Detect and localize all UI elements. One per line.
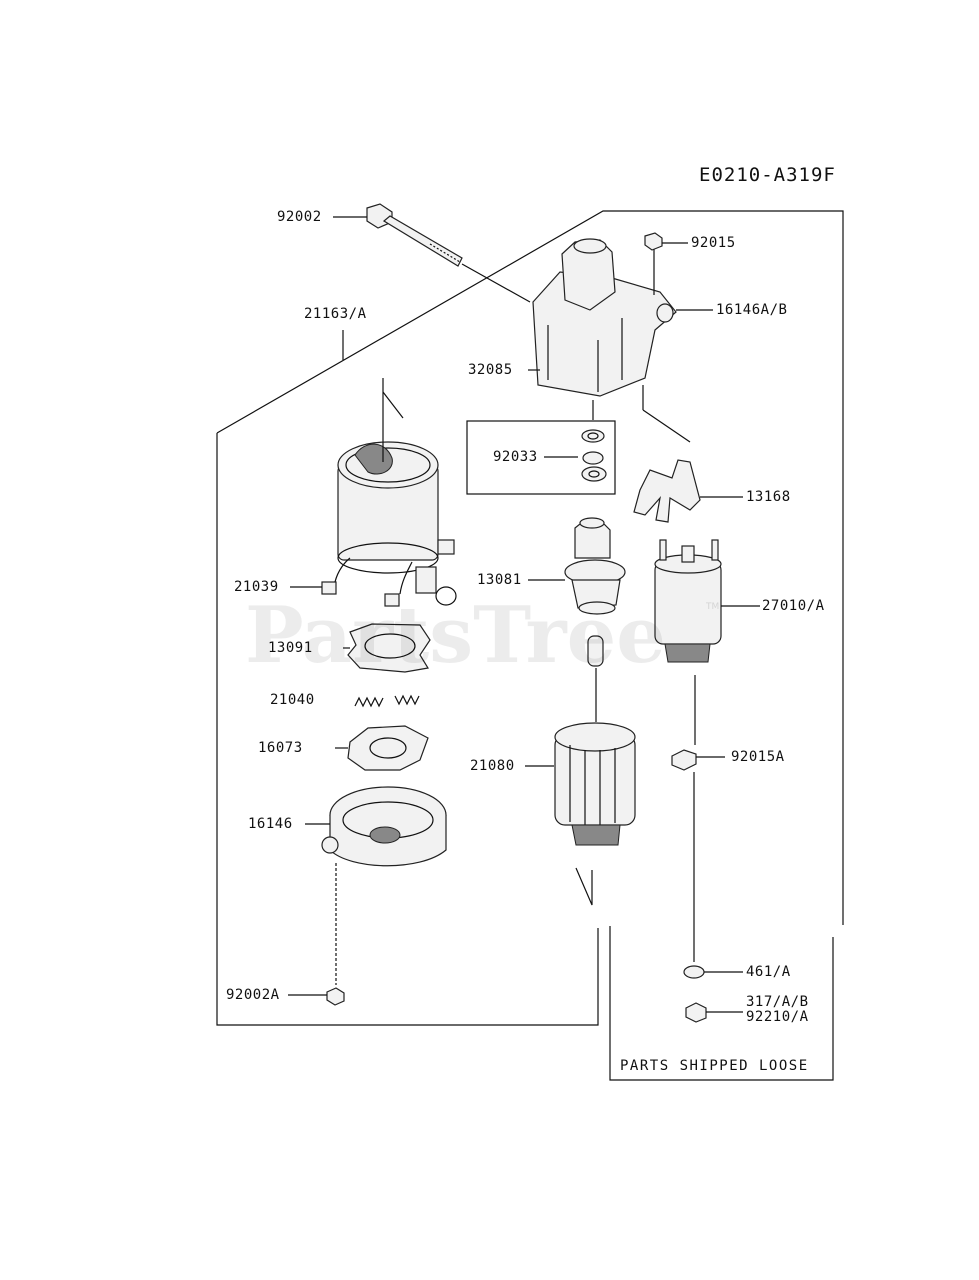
pinion-clutch [564,517,626,615]
drive-housing [532,238,677,397]
washer-461A [683,965,705,979]
assembly-outline [216,210,844,925]
part-13081[interactable]: 13081 [477,572,522,588]
part-92033[interactable]: 92033 [493,449,538,465]
part-21040[interactable]: 21040 [270,692,315,708]
diagram-code: E0210-A319F [699,164,836,186]
part-21163A[interactable]: 21163/A [304,306,367,322]
part-317AB[interactable]: 317/A/B [746,994,809,1010]
part-21080[interactable]: 21080 [470,758,515,774]
part-16146[interactable]: 16146 [248,816,293,832]
nut-top [644,232,663,251]
part-92015A[interactable]: 92015A [731,749,785,765]
end-cover [321,786,447,867]
part-32085[interactable]: 32085 [468,362,513,378]
part-13091[interactable]: 13091 [268,640,313,656]
armature [554,722,636,846]
part-27010A[interactable]: 27010/A [762,598,825,614]
brush-plate [347,725,429,771]
parts-shipped-loose-caption: PARTS SHIPPED LOOSE [620,1058,809,1074]
nut-317AB [685,1002,707,1023]
nut-92002A [326,987,345,1006]
part-16146AB[interactable]: 16146A/B [716,302,788,318]
part-92210A[interactable]: 92210/A [746,1009,809,1025]
brush-holder [347,623,431,673]
washer-group-box [466,420,616,495]
part-92015[interactable]: 92015 [691,235,736,251]
assembly-outline-left [216,433,599,1026]
shaft-pin [587,635,604,667]
part-21039[interactable]: 21039 [234,579,279,595]
part-461A[interactable]: 461/A [746,964,791,980]
part-92002A[interactable]: 92002A [226,987,280,1003]
solenoid [654,539,722,663]
watermark: PartsTree [245,590,666,681]
part-92002[interactable]: 92002 [277,209,322,225]
field-yoke [321,441,457,607]
through-bolt [333,203,531,303]
shift-lever [633,459,701,523]
part-13168[interactable]: 13168 [746,489,791,505]
part-16073[interactable]: 16073 [258,740,303,756]
brush-springs [354,694,420,708]
loose-parts-box [609,926,834,1081]
watermark-trademark: TM [706,602,720,612]
nut-92015A [671,749,697,771]
